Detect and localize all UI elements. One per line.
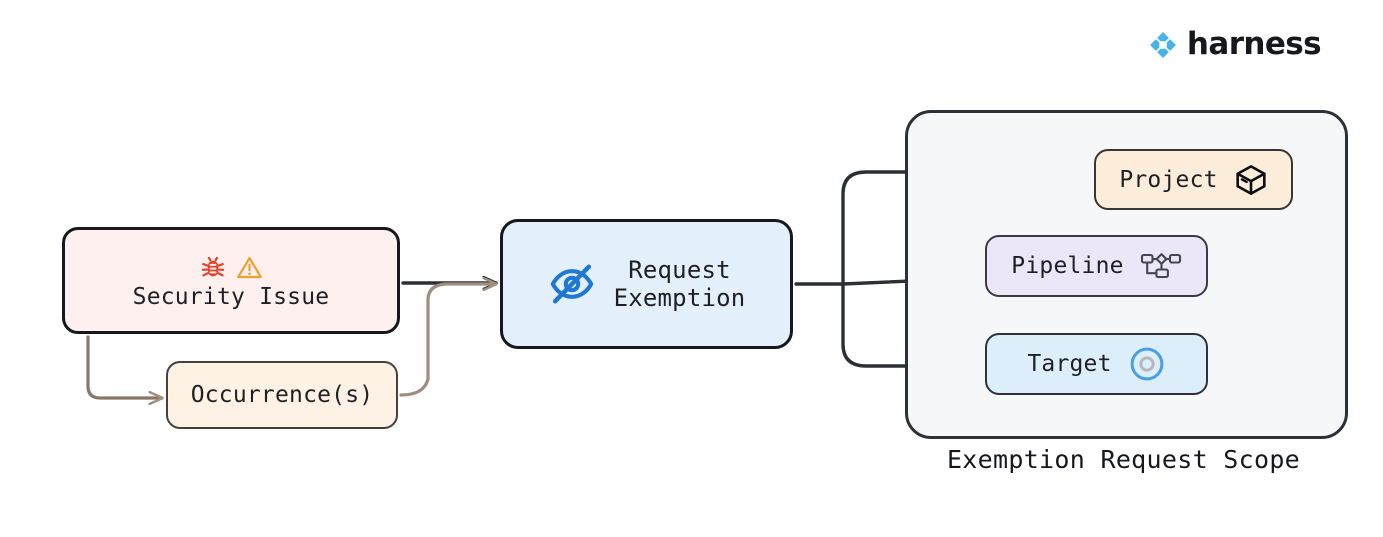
occurrences-label: Occurrence(s) xyxy=(190,382,374,408)
node-occurrences[interactable]: Occurrence(s) xyxy=(166,361,398,429)
exemption-request-scope-caption: Exemption Request Scope xyxy=(946,445,1301,474)
request-exemption-line2: Exemption xyxy=(613,284,746,312)
edge-request-to-target xyxy=(841,282,979,366)
cube-icon xyxy=(1234,163,1268,197)
pipeline-label: Pipeline xyxy=(1011,253,1124,279)
eye-off-icon xyxy=(548,260,596,308)
project-label: Project xyxy=(1119,166,1218,193)
target-label: Target xyxy=(1027,351,1112,377)
harness-logo-text: harness xyxy=(1186,26,1322,62)
harness-logo: harness xyxy=(1148,26,1322,62)
node-project[interactable]: Project xyxy=(1094,149,1293,210)
node-pipeline[interactable]: Pipeline xyxy=(985,235,1208,297)
bug-icon xyxy=(201,256,225,277)
edge-request-to-project xyxy=(841,172,1088,286)
request-exemption-line1: Request xyxy=(628,255,731,284)
security-issue-icons xyxy=(199,252,263,282)
target-circle-icon xyxy=(1128,345,1166,383)
warning-triangle-icon xyxy=(237,256,262,278)
harness-diamond-logo-icon xyxy=(1149,31,1176,58)
node-target[interactable]: Target xyxy=(985,333,1208,395)
pipeline-nodes-icon xyxy=(1140,251,1182,281)
edge-occurrences-to-request xyxy=(399,284,496,397)
security-issue-label: Security Issue xyxy=(132,284,330,310)
edge-security-to-occurrences xyxy=(86,335,162,398)
node-security-issue[interactable]: Security Issue xyxy=(62,227,400,334)
